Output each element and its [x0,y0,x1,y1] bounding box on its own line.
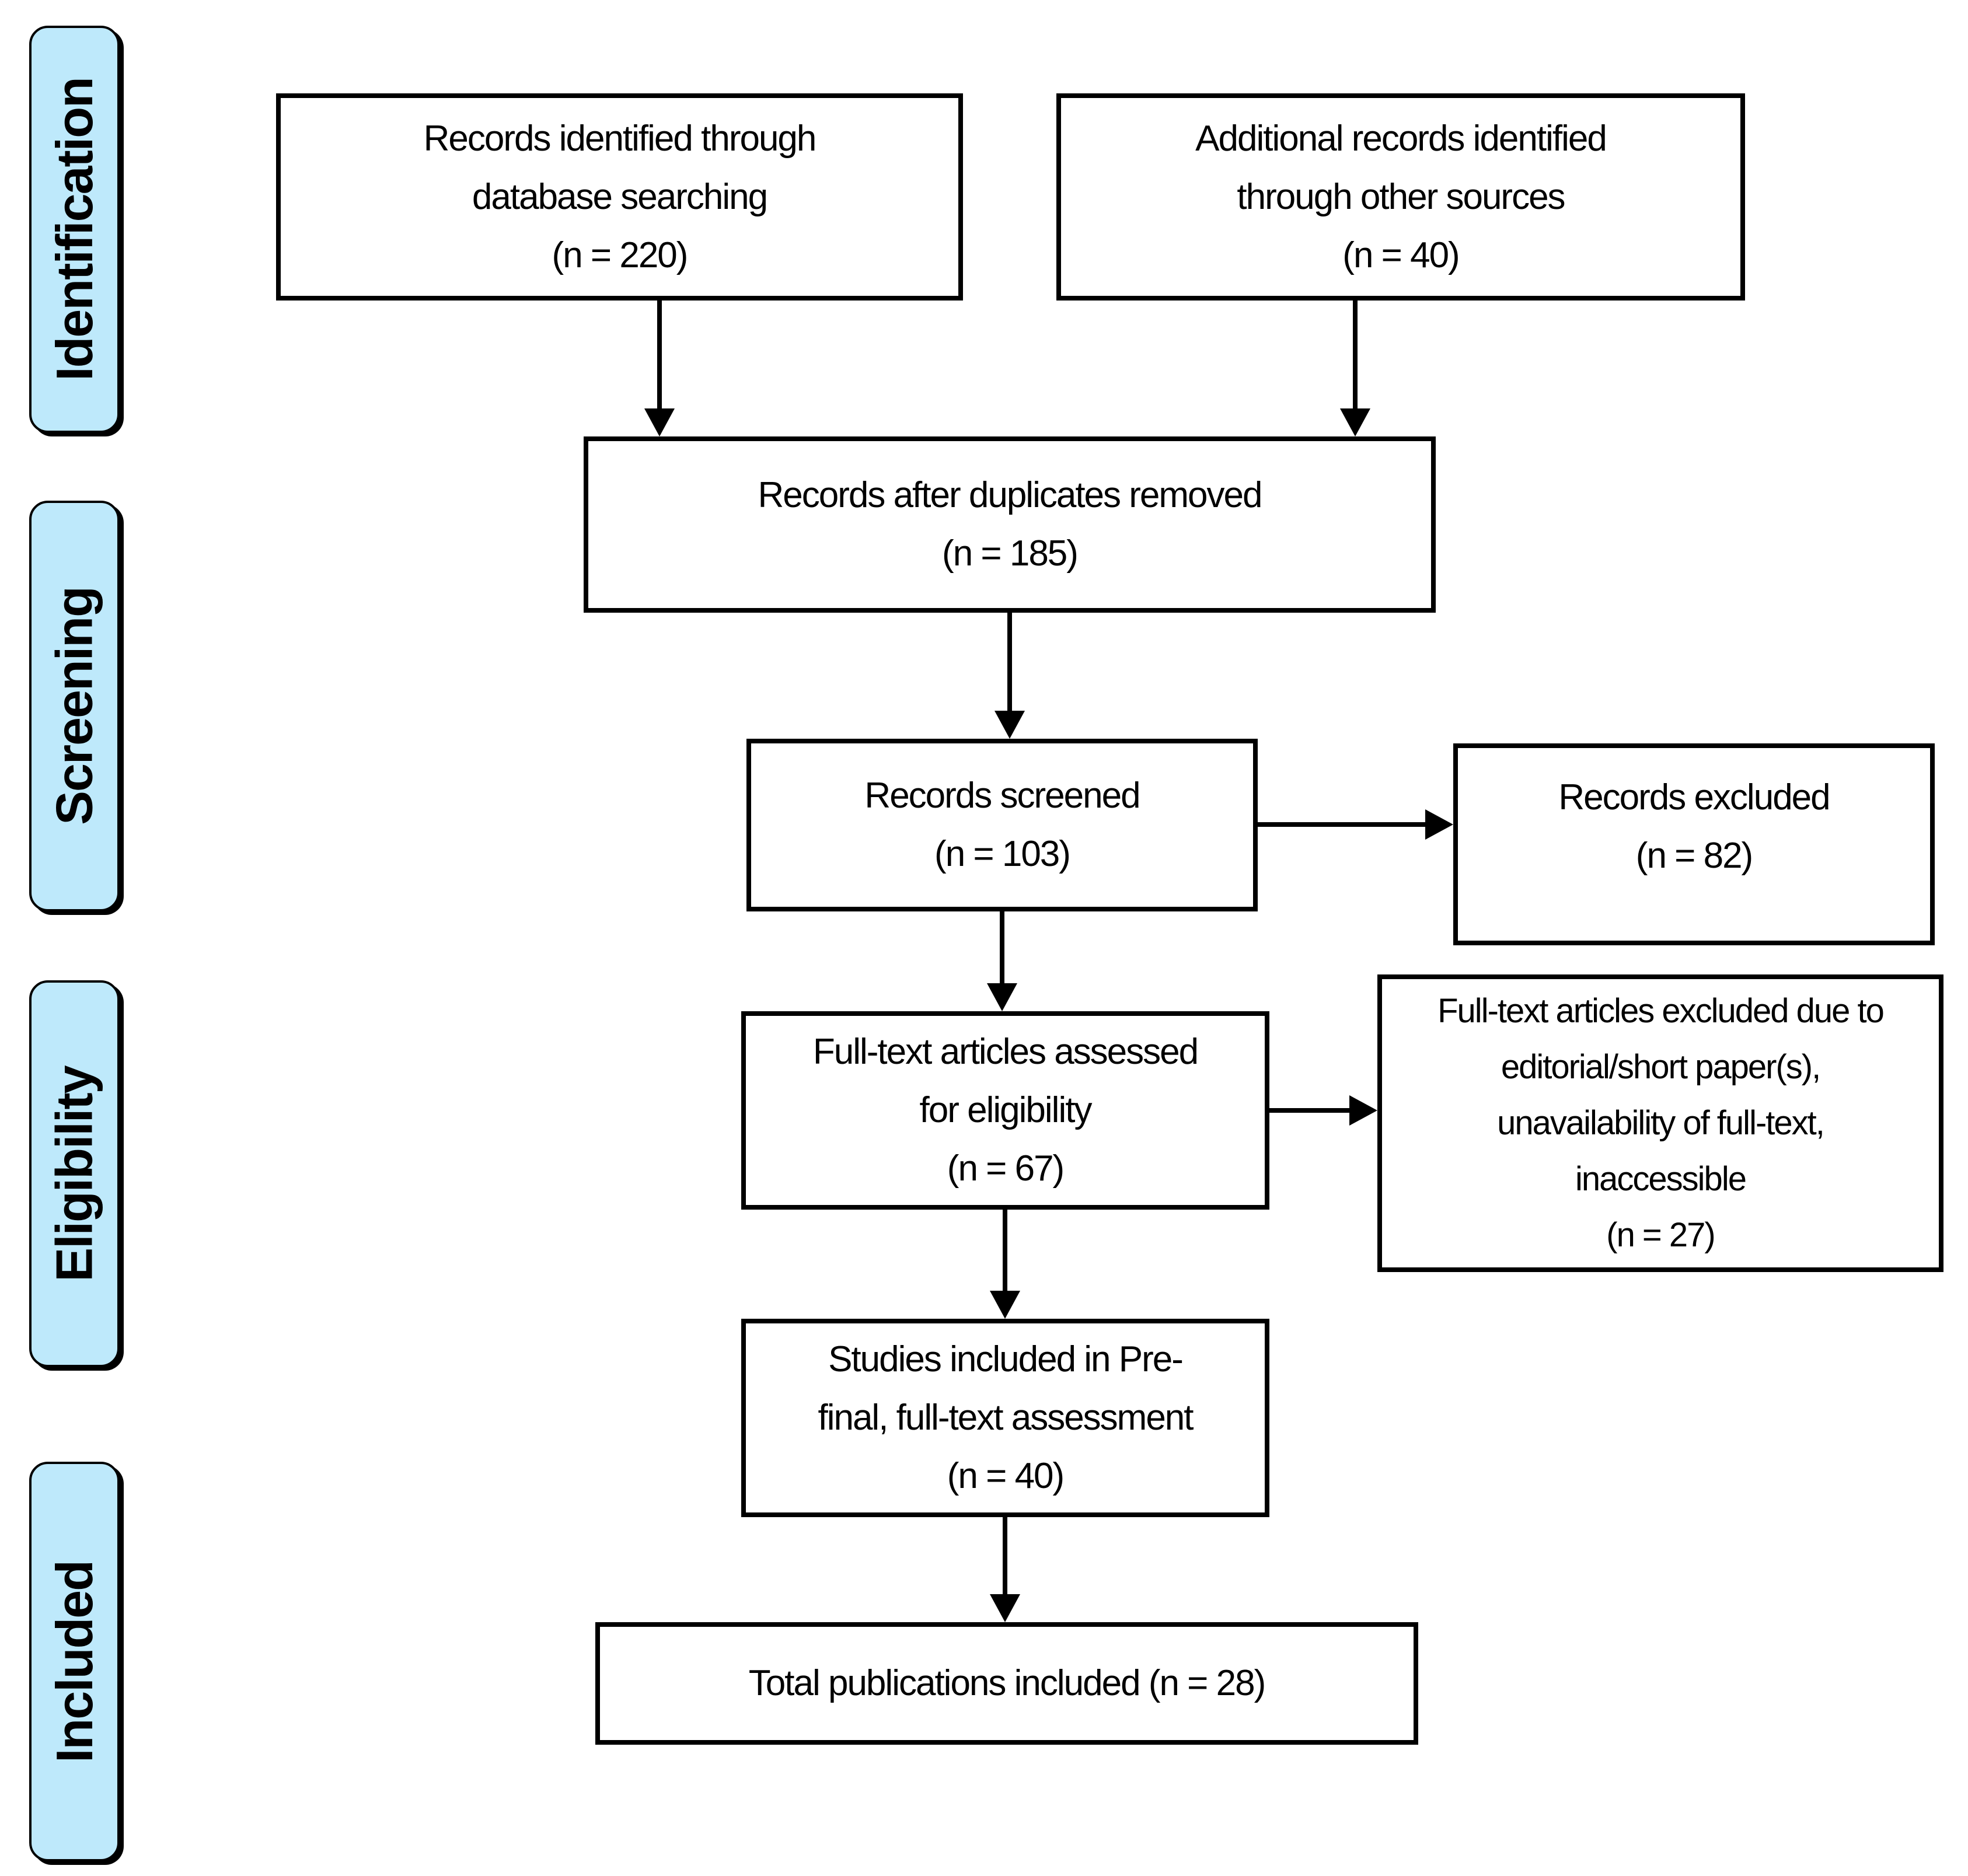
arrow-prefinal-to-total [990,1517,1020,1622]
node-fulltext-assessed-text: Full-text articles assessed for eligibil… [812,1032,1199,1189]
node-duplicates-removed-text: Records after duplicates removed (n = 18… [758,475,1262,574]
arrow-deduplicated-to-screened [995,613,1025,739]
stage-label-identification: Identification [45,78,103,381]
node-prefinal-included-text: Studies included in Pre- final, full-tex… [818,1339,1194,1496]
node-prefinal-included: Studies included in Pre- final, full-tex… [741,1319,1269,1517]
node-additional-records-text: Additional records identified through ot… [1195,118,1607,275]
stage-label-included: Included [45,1560,103,1763]
arrow-screened-to-excluded [1258,809,1453,840]
node-records-excluded: Records excluded (n = 82) [1453,743,1935,945]
stage-label-screening: Screening [45,587,103,825]
stage-identification: Identification [29,26,120,433]
node-additional-records: Additional records identified through ot… [1056,93,1745,301]
stage-included: Included [29,1462,120,1861]
node-fulltext-excluded-text: Full-text articles excluded due to edito… [1437,992,1885,1254]
arrow-fulltext-to-prefinal [990,1210,1020,1319]
node-records-identified: Records identified through database sear… [276,93,963,301]
node-records-excluded-text: Records excluded (n = 82) [1558,777,1830,876]
node-fulltext-excluded: Full-text articles excluded due to edito… [1377,974,1943,1272]
stage-eligibility: Eligibility [29,980,120,1367]
node-fulltext-assessed: Full-text articles assessed for eligibil… [741,1011,1269,1210]
node-records-screened: Records screened (n = 103) [746,739,1258,911]
arrow-identified-to-deduplicated [644,301,675,436]
node-total-included-text: Total publications included (n = 28) [748,1663,1266,1703]
arrow-screened-to-fulltext [987,911,1017,1011]
stage-label-eligibility: Eligibility [45,1065,103,1282]
node-records-identified-text: Records identified through database sear… [423,118,817,275]
arrow-additional-to-deduplicated [1340,301,1370,436]
node-records-screened-text: Records screened (n = 103) [864,775,1140,874]
stage-screening: Screening [29,501,120,911]
arrow-fulltext-to-fulltext-excluded [1269,1095,1377,1126]
node-duplicates-removed: Records after duplicates removed (n = 18… [584,436,1436,613]
node-total-included: Total publications included (n = 28) [595,1622,1418,1745]
